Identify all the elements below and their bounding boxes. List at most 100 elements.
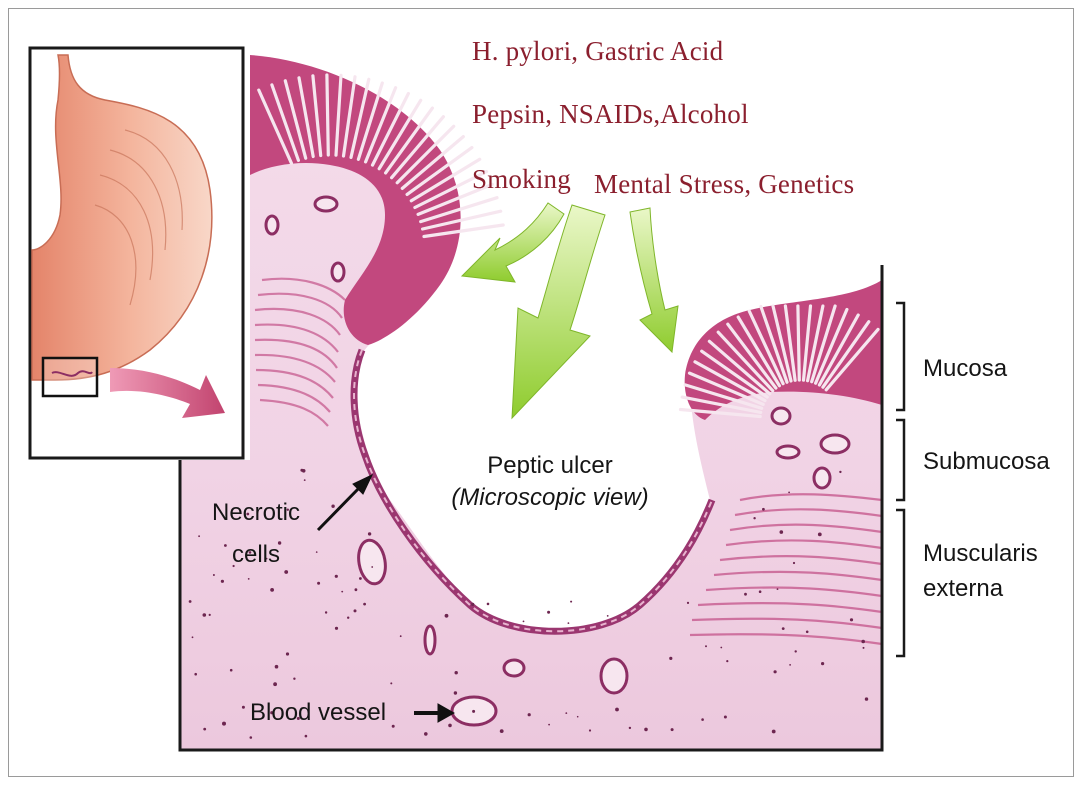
villus-line [798,306,799,380]
cell-speckle [316,551,318,553]
cell-speckle [701,718,704,721]
cell-speckle [577,716,579,718]
cell-speckle [203,728,206,731]
layer-brackets [896,303,904,656]
cell-speckle [293,678,295,680]
cell-speckle [528,713,531,716]
cell-speckle [644,728,648,732]
cell-speckle [347,617,349,619]
cell-speckle [615,708,619,712]
cell-speckle [325,611,327,613]
cell-speckle [455,671,458,674]
cell-speckle [250,736,253,739]
cell-speckle [548,724,550,726]
cell-speckle [371,566,373,568]
cell-speckle [335,575,338,578]
cell-speckle [454,691,457,694]
cell-speckle [568,622,570,624]
cell-speckle [570,601,572,603]
cause-smoking: Smoking [472,164,571,195]
cell-speckle [589,729,591,731]
cell-speckle [687,602,689,604]
cell-speckle [839,471,841,473]
cell-speckle [445,614,449,618]
cell-speckle [863,647,865,649]
cell-speckle [487,603,490,606]
cell-speckle [248,578,250,580]
cell-speckle [189,600,192,603]
cell-speckle [359,577,362,580]
layer-submucosa-label: Submucosa [923,448,1050,476]
cell-speckle [194,673,197,676]
cell-speckle [424,732,428,736]
cell-speckle [209,614,211,616]
cell-speckle [669,657,672,660]
cell-speckle [221,580,224,583]
cell-speckle [471,603,474,606]
cell-speckle [789,664,791,666]
cell-speckle [304,479,306,481]
cell-speckle [806,631,809,634]
cell-speckle [774,670,777,673]
cell-speckle [793,562,795,564]
cell-speckle [317,582,320,585]
cell-speckle [284,570,288,574]
cell-speckle [720,647,722,649]
cell-speckle [818,533,822,537]
cell-speckle [500,729,504,733]
cell-speckle [448,724,452,728]
cell-speckle [705,645,707,647]
cell-speckle [305,735,308,738]
cell-speckle [354,609,357,612]
cell-speckle [270,588,274,592]
cell-speckle [400,635,402,637]
layer-muscularis-label-line2: externa [923,575,1003,603]
ulcer-title: Peptic ulcer [470,452,630,480]
cell-speckle [607,615,609,617]
cell-speckle [230,669,233,672]
layer-mucosa-label: Mucosa [923,355,1007,383]
cell-speckle [780,530,784,534]
cell-speckle [726,660,728,662]
cell-speckle [213,574,215,576]
cell-speckle [286,652,289,655]
cause-line-1: H. pylori, Gastric Acid [472,36,723,67]
cell-speckle [203,613,207,617]
cell-speckle [302,469,306,473]
bracket-submucosa [896,420,904,500]
bracket-mucosa [896,303,904,410]
green-arrow-right [630,208,678,352]
cell-speckle [772,730,776,734]
cell-speckle [390,682,392,684]
cell-speckle [671,728,674,731]
cell-speckle [753,517,755,519]
cell-speckle [355,588,358,591]
cell-speckle [335,627,338,630]
cell-speckle [565,712,567,714]
cause-line-2: Pepsin, NSAIDs,Alcohol [472,99,749,130]
villus-line [327,75,328,155]
cell-speckle [363,603,366,606]
inset-selection-box [43,358,97,396]
blood-vessel-label: Blood vessel [250,699,386,727]
cell-speckle [724,716,727,719]
green-arrow-left [462,203,564,282]
cell-speckle [341,591,343,593]
cause-line-3: Mental Stress, Genetics [594,169,854,200]
cell-speckle [472,710,475,713]
cell-speckle [777,588,779,590]
cell-speckle [861,640,865,644]
cell-speckle [547,611,550,614]
cell-speckle [744,593,747,596]
cell-speckle [865,697,868,700]
bracket-muscularis [896,510,904,656]
cell-speckle [788,492,790,494]
layer-muscularis-label-line1: Muscularis [923,540,1038,568]
cell-speckle [198,535,200,537]
cause-arrows [462,203,678,418]
cell-speckle [275,665,279,669]
cell-speckle [368,532,371,535]
tissue-panel [180,55,882,750]
cell-speckle [523,621,525,623]
